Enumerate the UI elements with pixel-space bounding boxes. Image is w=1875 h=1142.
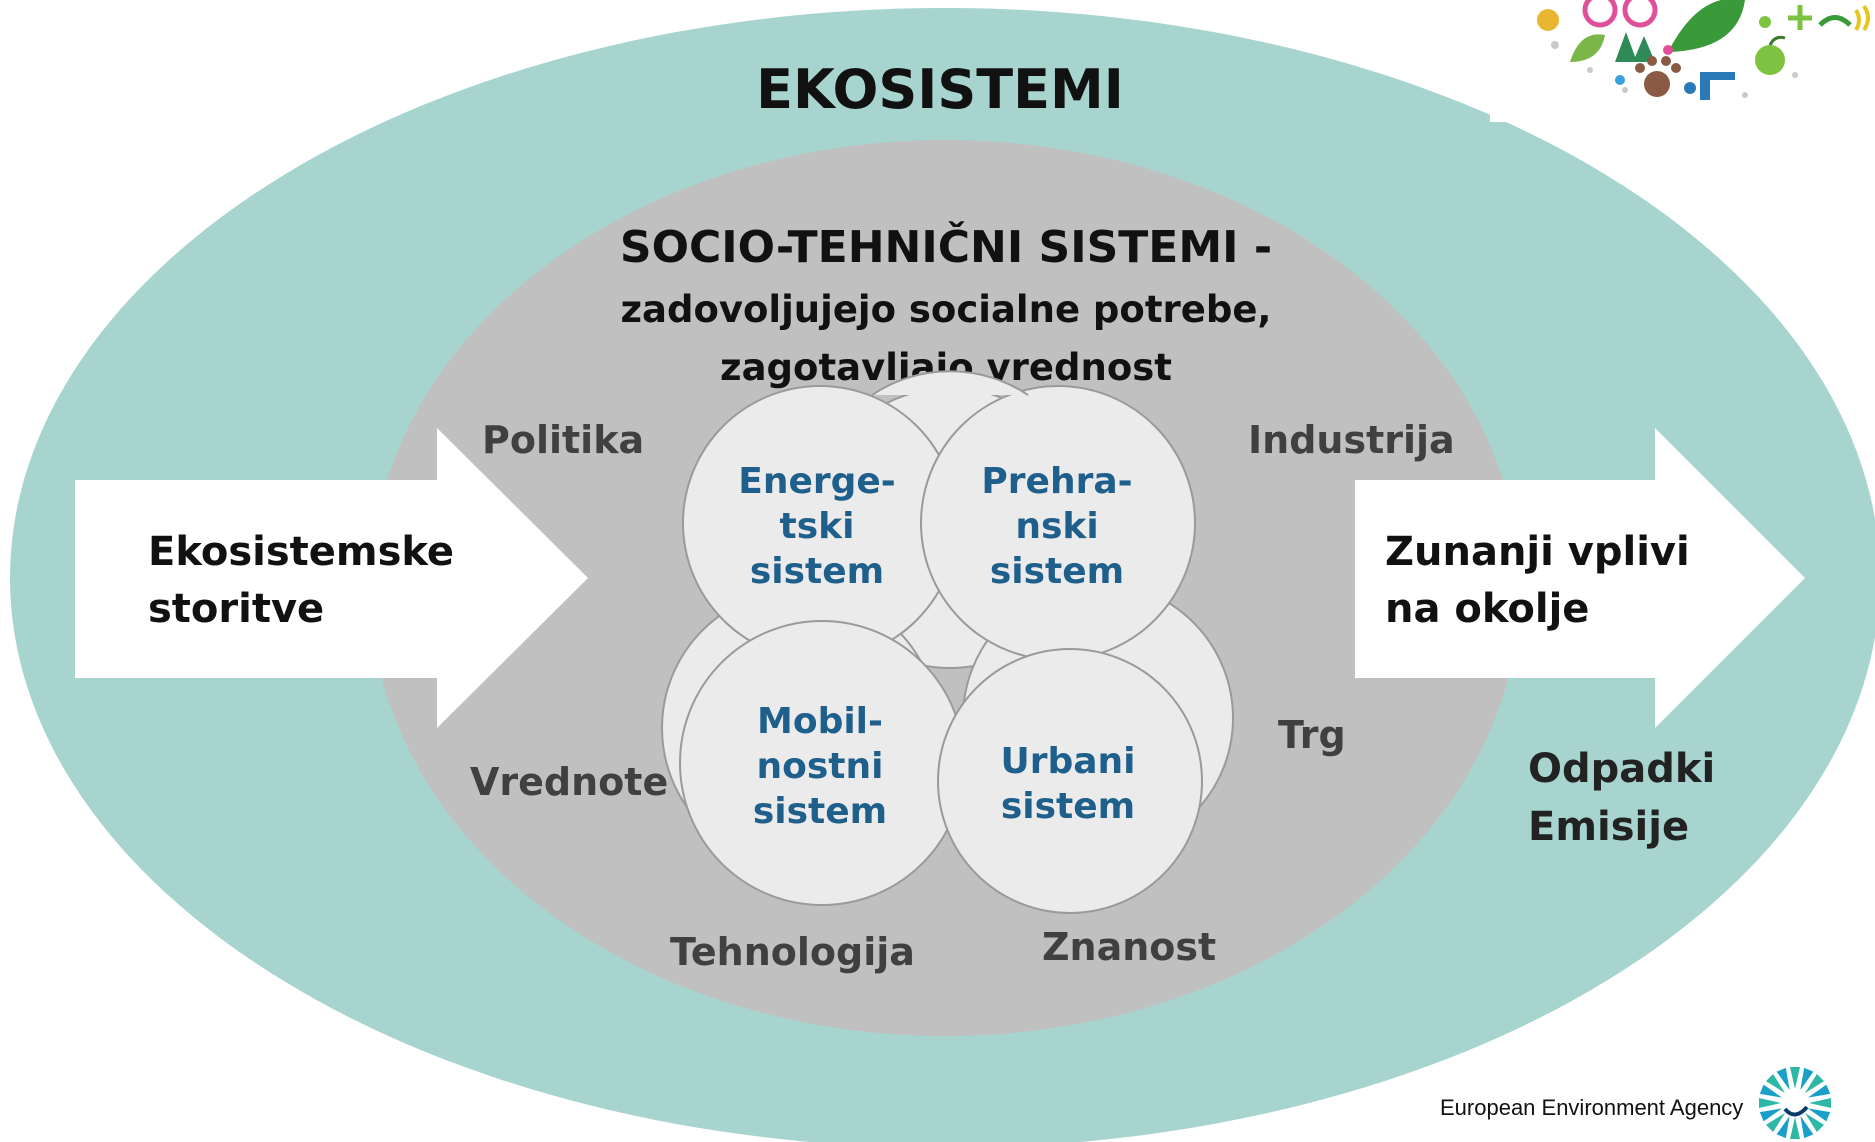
output-arrow-line2: na okolje bbox=[1385, 586, 1589, 632]
eea-logo-petal bbox=[1790, 1067, 1800, 1089]
eea-logo-petal bbox=[1800, 1067, 1814, 1091]
eea-logo-petal bbox=[1800, 1115, 1814, 1139]
leaf-icon bbox=[1668, 0, 1745, 52]
factor-vrednote: Vrednote bbox=[470, 760, 668, 804]
energy-system-label: Energe- tski sistem bbox=[738, 461, 896, 592]
decorative-icons-cluster bbox=[1490, 0, 1875, 122]
eea-logo-petal bbox=[1804, 1074, 1824, 1094]
eea-logo-petal bbox=[1766, 1112, 1786, 1132]
urban-system-label: Urbani sistem bbox=[1000, 741, 1135, 827]
food-system-line1: Prehra- bbox=[981, 461, 1132, 502]
outputs-emissions: Emisije bbox=[1528, 804, 1689, 850]
energy-system-line3: sistem bbox=[750, 551, 884, 592]
eea-logo-petal bbox=[1807, 1084, 1831, 1098]
urban-system-line1: Urbani bbox=[1000, 741, 1135, 782]
food-system-label: Prehra- nski sistem bbox=[981, 461, 1132, 592]
tree-icon bbox=[1615, 32, 1637, 62]
mobility-system-line1: Mobil- bbox=[757, 701, 883, 742]
energy-system-line1: Energe- bbox=[738, 461, 896, 502]
eea-logo-petal bbox=[1759, 1108, 1783, 1122]
urban-system-circle bbox=[937, 648, 1203, 914]
eea-logo-petal bbox=[1766, 1074, 1786, 1094]
food-system-line3: sistem bbox=[990, 551, 1124, 592]
mobility-system-line3: sistem bbox=[753, 791, 887, 832]
output-arrow bbox=[1355, 428, 1805, 728]
eea-logo-icon bbox=[1759, 1067, 1831, 1139]
eea-logo-petal bbox=[1776, 1115, 1790, 1139]
wheat-icon bbox=[1537, 9, 1559, 31]
socio-technical-line2: zadovoljujejo socialne potrebe, bbox=[620, 288, 1271, 331]
mobility-system-label: Mobil- nostni sistem bbox=[753, 701, 887, 832]
circle-overlap-caps bbox=[871, 370, 1029, 396]
eea-logo-petal bbox=[1804, 1112, 1824, 1132]
factor-znanost: Znanost bbox=[1042, 925, 1216, 969]
factor-tehnologija: Tehnologija bbox=[670, 930, 915, 974]
agency-name: European Environment Agency bbox=[1440, 1095, 1743, 1120]
socio-technical-heading: SOCIO-TEHNIČNI SISTEMI - bbox=[620, 220, 1272, 273]
input-arrow-line2: storitve bbox=[148, 586, 324, 632]
system-circles bbox=[661, 385, 1234, 914]
paw-icon bbox=[1644, 71, 1670, 97]
bicycle-icon bbox=[1582, 0, 1618, 28]
tap-icon bbox=[1700, 72, 1735, 100]
ecosystem-title: EKOSISTEMI bbox=[756, 58, 1124, 121]
food-system-line2: nski bbox=[1015, 506, 1098, 547]
eea-logo-petal bbox=[1759, 1084, 1783, 1098]
eea-logo-petal bbox=[1809, 1098, 1831, 1108]
output-arrow-line1: Zunanji vplivi bbox=[1385, 529, 1690, 575]
eea-logo-petal bbox=[1807, 1108, 1831, 1122]
outputs-waste: Odpadki bbox=[1528, 746, 1715, 792]
energy-system-line2: tski bbox=[780, 506, 855, 547]
mobility-system-line2: nostni bbox=[757, 746, 884, 787]
factor-trg: Trg bbox=[1278, 713, 1346, 757]
apple-icon bbox=[1755, 45, 1785, 75]
eea-logo-petal bbox=[1759, 1098, 1781, 1108]
factor-politika: Politika bbox=[482, 418, 644, 462]
eea-logo-petal bbox=[1776, 1067, 1790, 1091]
input-arrow-line1: Ekosistemske bbox=[148, 529, 454, 575]
factor-industrija: Industrija bbox=[1248, 418, 1455, 462]
eea-logo-petal bbox=[1790, 1117, 1800, 1139]
urban-system-line2: sistem bbox=[1001, 786, 1135, 827]
input-arrow bbox=[75, 428, 588, 728]
